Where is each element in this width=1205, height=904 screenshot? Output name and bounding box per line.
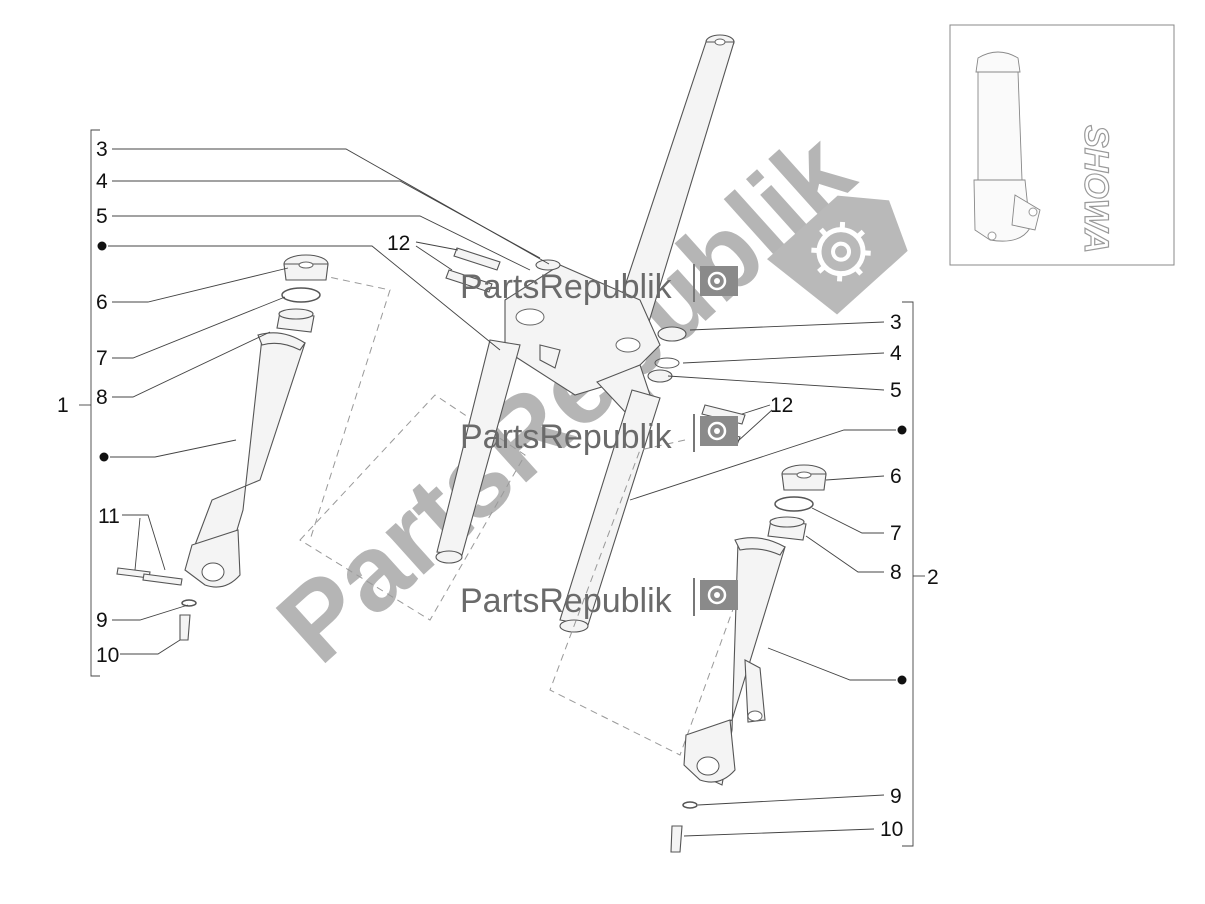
dashed-outline-left [295,269,391,541]
left-callout-3: 3 [96,138,108,161]
left-callouts: 3 4 5 6 7 8 1 11 9 10 [57,138,550,667]
left-callout-6: 6 [96,291,108,314]
left-callout-7: 7 [96,347,108,370]
right-callout-5: 5 [890,379,902,402]
left-dot-icon-lower [99,452,109,462]
watermark-gear-icon-3 [700,580,738,610]
left-dot-icon-upper [97,241,107,251]
right-callout-9: 9 [890,785,902,808]
left-callout-8: 8 [96,386,108,409]
watermark-gear-icon-2 [700,416,738,446]
dashed-outline-center [299,394,526,621]
watermark-text-2: PartsRepublik [460,418,673,456]
right-bracket [902,301,925,847]
left-callout-11: 11 [98,505,120,528]
right-callout-8: 8 [890,561,902,584]
right-callouts: 3 4 5 6 7 8 2 9 10 [629,311,939,841]
left-group-label: 1 [57,394,69,417]
right-dot-icon-lower [897,675,907,685]
right-group-label: 2 [927,566,939,589]
watermark-large-gear-icon [767,195,908,315]
right-callout-3: 3 [890,311,902,334]
left-callout-10: 10 [96,644,119,667]
watermark-1: PartsRepublik [460,264,738,306]
right-callout-4: 4 [890,342,902,365]
left-callout-5: 5 [96,205,108,228]
inset-brand-logo: SHOWA [1077,125,1115,253]
lower-callout-12: 12 [737,394,793,442]
watermark-2: PartsRepublik [460,414,738,456]
center-bearing-parts [535,259,687,383]
fork-leg-left [435,339,521,564]
right-fork-drawing [670,464,827,853]
watermark-3: PartsRepublik [460,578,738,620]
inset-fork-drawing [973,51,1041,242]
callout-12-upper: 12 [387,232,410,255]
right-callout-7: 7 [890,522,902,545]
left-callout-9: 9 [96,609,108,632]
watermark-gear-icon-1 [700,266,738,296]
watermark-text-3: PartsRepublik [460,582,673,620]
watermark-text-1: PartsRepublik [460,268,673,306]
upper-callout-12: 12 [387,232,459,271]
left-callout-4: 4 [96,170,108,193]
left-bracket [79,129,100,677]
right-callout-6: 6 [890,465,902,488]
left-fork-drawing [116,254,329,641]
bolts-12-upper [445,247,501,293]
dashed-outline-right [549,439,741,756]
right-callout-10: 10 [880,818,903,841]
callout-12-lower: 12 [770,394,793,417]
inset-box: SHOWA [949,24,1175,266]
right-dot-icon-upper [897,425,907,435]
